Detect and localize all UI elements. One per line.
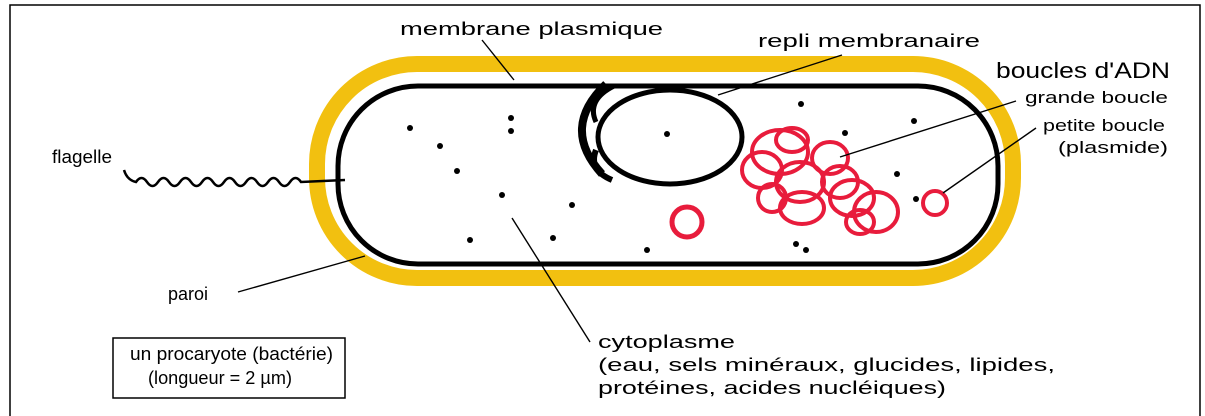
label-flagelle: flagelle (52, 147, 112, 167)
cytoplasm-dot (644, 247, 650, 253)
cytoplasm-dot (437, 143, 443, 149)
label-plasmide: (plasmide) (1058, 138, 1168, 157)
cytoplasm-dot (467, 237, 473, 243)
petite-boucle-pointer (943, 128, 1036, 193)
cytoplasm-dot (508, 128, 514, 134)
paroi-pointer (238, 256, 365, 292)
membrane-fold (582, 84, 742, 184)
cytoplasm-dot (913, 196, 919, 202)
cytoplasm-dot (407, 125, 413, 131)
cytoplasm-dot (454, 168, 460, 174)
dna-loop (758, 184, 786, 212)
label-paroi: paroi (168, 284, 208, 304)
label-petite-boucle: petite boucle (1043, 116, 1165, 135)
label-membrane-plasmique: membrane plasmique (400, 19, 663, 39)
cytoplasm-dot (894, 171, 900, 177)
caption-title: un procaryote (bactérie) (130, 344, 333, 364)
cytoplasm-dot (550, 235, 556, 241)
label-cytoplasme-detail-2: protéines, acides nucléiques) (598, 378, 946, 398)
cytoplasm-dot (911, 118, 917, 124)
small-dna-loop (672, 207, 702, 237)
cytoplasm-dot (842, 130, 848, 136)
cell-wall (317, 64, 1013, 278)
caption-length: (longueur = 2 µm) (148, 368, 292, 388)
cytoplasm-dot (499, 192, 505, 198)
chromosome-large-loop (742, 128, 898, 234)
label-cytoplasme: cytoplasme (598, 332, 735, 352)
cytoplasm-dot (664, 131, 670, 137)
cytoplasm-dot (569, 202, 575, 208)
plasmid-loop (923, 191, 947, 215)
label-boucles-adn: boucles d'ADN (996, 58, 1170, 83)
cytoplasm-dot (793, 241, 799, 247)
label-grande-boucle: grande boucle (1025, 88, 1168, 107)
cytoplasm-particles (407, 101, 919, 253)
cytoplasm-dot (798, 101, 804, 107)
cytoplasm-dot (508, 115, 514, 121)
label-cytoplasme-detail-1: (eau, sels minéraux, glucides, lipides, (598, 355, 1055, 375)
cytoplasm-dot (803, 247, 809, 253)
label-repli-membranaire: repli membranaire (758, 31, 980, 51)
